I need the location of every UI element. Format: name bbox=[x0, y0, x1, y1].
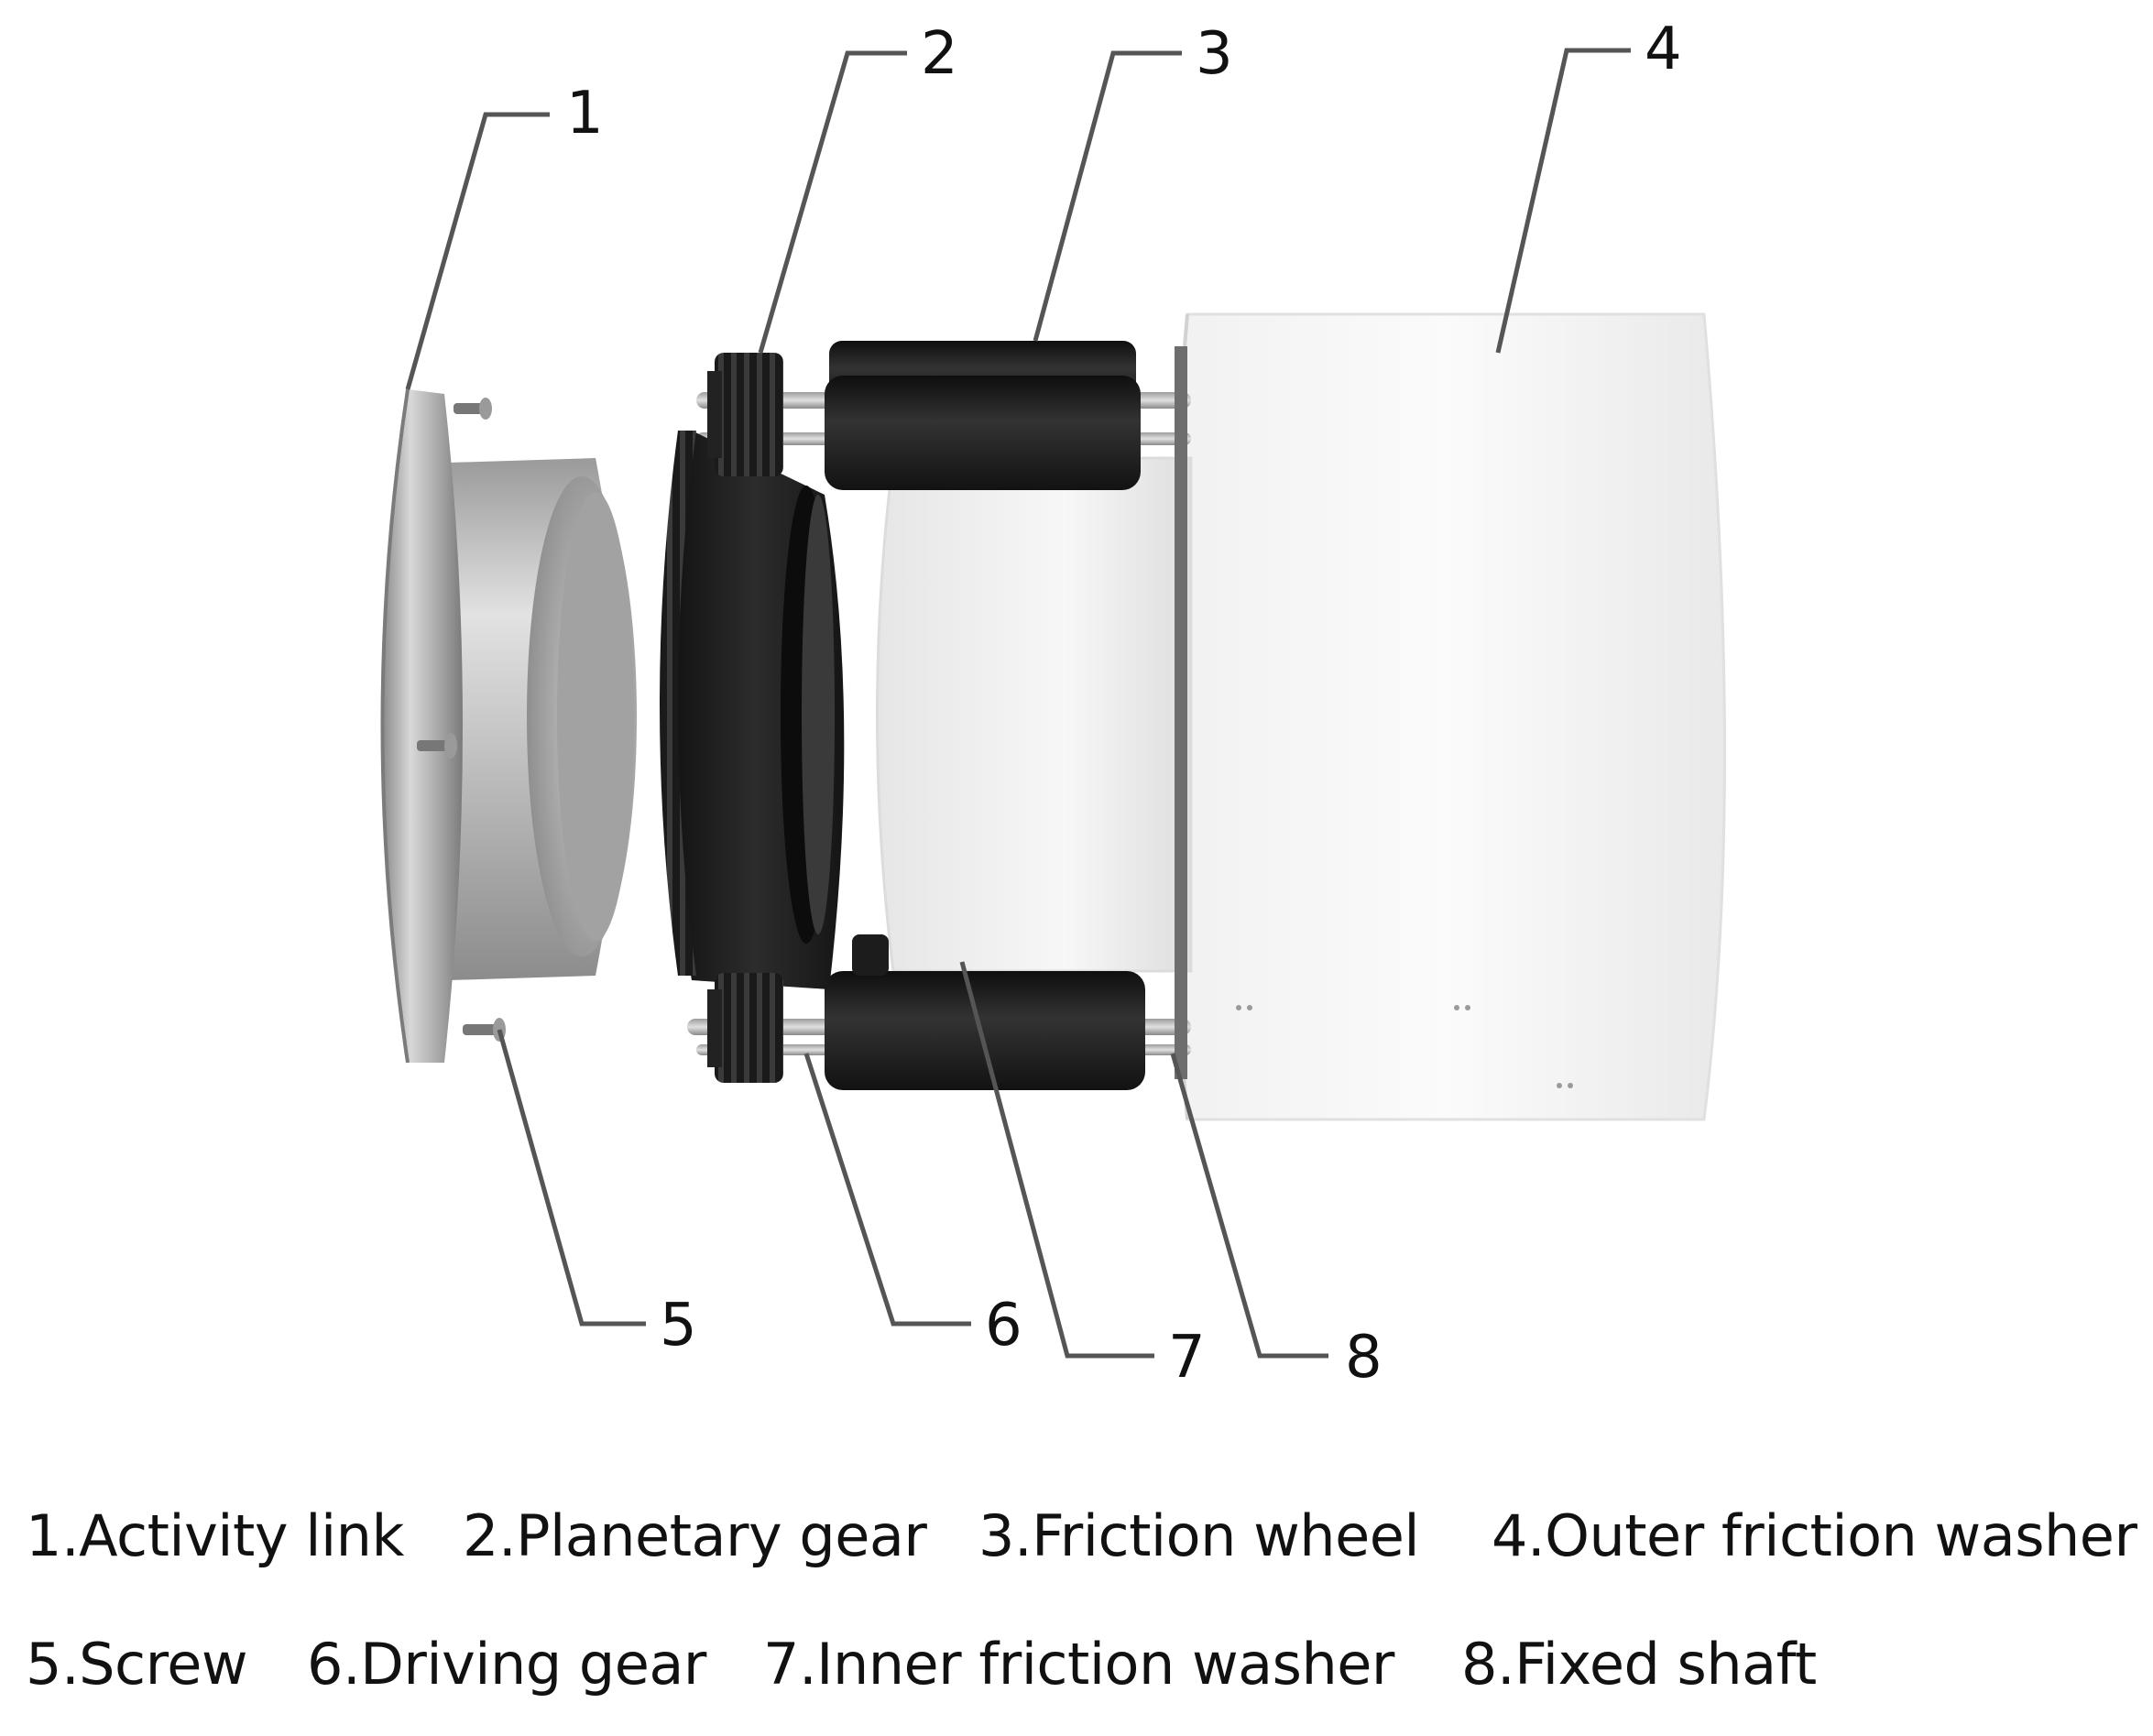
callout-7: 7 bbox=[1168, 1324, 1206, 1392]
callout-5: 5 bbox=[660, 1292, 697, 1359]
leader-line-8 bbox=[1170, 1053, 1328, 1359]
driving-gear bbox=[707, 353, 783, 1083]
leader-line-2 bbox=[758, 50, 907, 354]
leader-line-3 bbox=[1033, 50, 1182, 342]
leader-line-4 bbox=[1495, 48, 1631, 354]
friction-wheel bbox=[825, 341, 1145, 1090]
callout-4: 4 bbox=[1645, 16, 1682, 83]
callout-6: 6 bbox=[985, 1292, 1022, 1359]
callout-numbers: 1 2 3 4 5 6 7 8 bbox=[566, 16, 1682, 1392]
planetary-gear bbox=[660, 431, 845, 989]
callout-1: 1 bbox=[566, 80, 604, 147]
leader-line-1 bbox=[405, 112, 550, 390]
callout-2: 2 bbox=[921, 20, 958, 88]
leader-line-6 bbox=[803, 1053, 971, 1327]
inner-friction-washer bbox=[876, 346, 1193, 1079]
leader-line-5 bbox=[497, 1029, 646, 1327]
activity-link bbox=[380, 388, 637, 1064]
leader-lines bbox=[405, 48, 1631, 1359]
callout-3: 3 bbox=[1196, 20, 1233, 88]
screw bbox=[417, 398, 506, 1042]
leader-line-7 bbox=[959, 961, 1154, 1359]
callout-8: 8 bbox=[1345, 1324, 1383, 1392]
outer-friction-washer bbox=[1168, 312, 1726, 1121]
